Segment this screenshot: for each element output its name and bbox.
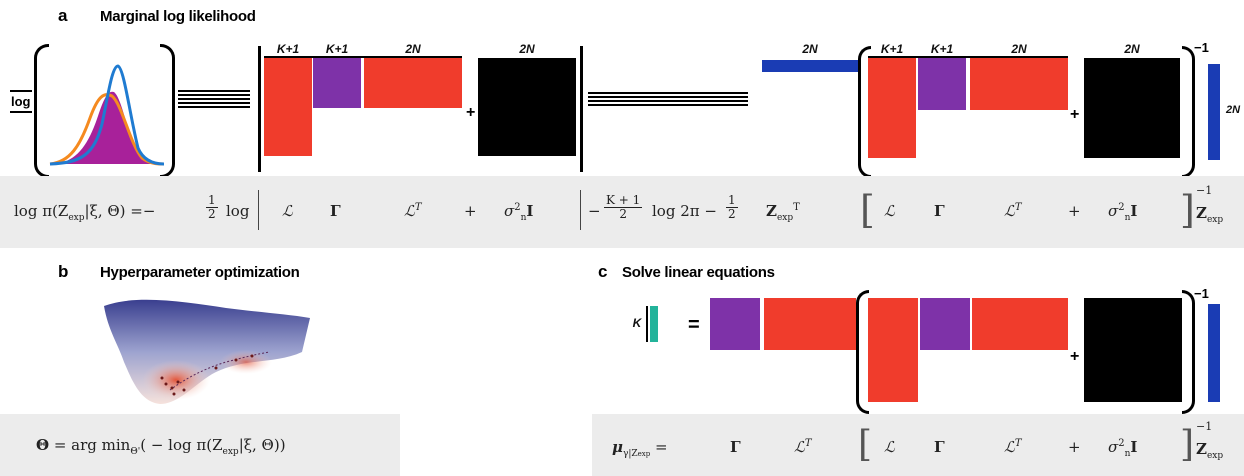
eq-c-plus: +	[1068, 438, 1081, 456]
minimum-glow	[142, 360, 210, 400]
distribution-plot	[46, 46, 166, 170]
panel-a-title: Marginal log likelihood	[100, 8, 256, 25]
eq-a-log: log	[226, 202, 249, 220]
dim-label-k1c: K+1	[868, 42, 916, 56]
eq-c-LT: ℒT	[794, 438, 811, 456]
eq-c-sigmaI: σ2nI	[1108, 438, 1137, 459]
eq-a-LT: ℒT	[404, 202, 421, 220]
eq-a-lhs: log π(Zexp|ξ, Θ) =−	[14, 202, 155, 223]
eq-c-Gamma-2: Γ	[934, 438, 945, 456]
dim-label-2n-d: 2N	[970, 42, 1068, 56]
eq-a-Z: Zexp	[1196, 204, 1223, 225]
inset-right-bracket	[160, 44, 175, 178]
det-left-bar	[258, 46, 261, 172]
eq-a-minus: −	[588, 202, 601, 220]
dim-label-2n-e: 2N	[1084, 42, 1180, 56]
matrix-sigma-I	[478, 58, 576, 156]
matrix-Gamma	[313, 58, 361, 108]
dim-label-2n-a: 2N	[364, 42, 462, 56]
eq-a-log2pi: log 2π −	[652, 202, 717, 220]
matrix-Gamma-2	[918, 58, 966, 110]
eq-a-inv: −1	[1196, 184, 1212, 197]
eq-c-L: ℒ	[884, 438, 895, 456]
plus-sign-2: +	[1070, 106, 1079, 124]
eq-c-bracket-r: ]	[1180, 424, 1194, 465]
eq-c-mu: μγ|Zexp =	[612, 438, 668, 459]
eq-b: Θ = arg minΘ'( − log π(Zexp|ξ, Θ))	[36, 436, 286, 457]
panel-c-letter: c	[598, 262, 607, 282]
matrix-Gamma-c2	[920, 298, 970, 350]
dim-label-2n-c: 2N	[762, 42, 858, 56]
c-inverse-exponent: −1	[1194, 286, 1209, 301]
eq-c-Z: Zexp	[1196, 440, 1223, 461]
matrix-LT-c	[764, 298, 856, 350]
c-right-bracket	[1182, 290, 1195, 414]
equation-bar-c	[592, 414, 1244, 476]
vector-Z	[1208, 64, 1220, 160]
eq-a-det-right	[580, 190, 581, 230]
matrix-L	[264, 58, 312, 156]
vector-Z-c	[1208, 304, 1220, 402]
matrix-sigma-I-c	[1084, 298, 1182, 402]
eq-a-sigmaI: σ2nI	[504, 202, 533, 223]
eq-a-LT-2: ℒT	[1004, 202, 1021, 220]
panel-b-title: Hyperparameter optimization	[100, 264, 299, 281]
dim-label-2n-f: 2N	[1222, 104, 1244, 116]
equals-sign: =	[688, 314, 700, 337]
matrix-L-c	[868, 298, 918, 402]
eq-a-Gamma-2: Γ	[934, 202, 945, 220]
eq-a-L: ℒ	[282, 202, 293, 220]
eq-c-Gamma: Γ	[730, 438, 741, 456]
matrix-sigma-I-2	[1084, 58, 1180, 158]
dim-label-k1d: K+1	[918, 42, 966, 56]
eq-a-Zt: ZexpT	[766, 202, 800, 223]
inv-right-bracket	[1182, 46, 1195, 178]
panel-a-letter: a	[58, 6, 67, 26]
vector-Z-transpose	[762, 60, 858, 72]
matrix-LT-2	[970, 58, 1068, 110]
dim-label-k1b: K+1	[313, 42, 361, 56]
inverse-exponent: −1	[1194, 40, 1209, 55]
log-label: log	[10, 90, 32, 113]
dim-label-2n-b: 2N	[478, 42, 576, 56]
matrix-LT	[364, 58, 462, 108]
vector-mu	[650, 306, 658, 342]
matrix-LT-c2	[972, 298, 1068, 350]
surface	[104, 300, 310, 404]
eq-a-bracket-r: ]	[1180, 188, 1195, 232]
panel-c-title: Solve linear equations	[622, 264, 775, 281]
plus-sign-c: +	[1070, 348, 1079, 366]
det-right-bar	[580, 46, 583, 172]
k-bar	[646, 306, 648, 342]
plus-sign: +	[466, 104, 475, 122]
eq-a-det-left	[258, 190, 259, 230]
eq-a-plus: +	[464, 202, 477, 220]
eq-c-inv: −1	[1196, 420, 1212, 433]
dim-label-k1a: K+1	[264, 42, 312, 56]
eq-a-Gamma: Γ	[330, 202, 341, 220]
k-label: K	[630, 316, 644, 330]
loss-landscape	[96, 292, 316, 410]
scribble-constants	[588, 90, 748, 108]
matrix-L-2	[868, 58, 916, 158]
eq-a-sigmaI-2: σ2nI	[1108, 202, 1137, 223]
scribble-half-log	[178, 88, 250, 110]
panel-b-letter: b	[58, 262, 68, 282]
eq-a-plus-2: +	[1068, 202, 1081, 220]
matrix-Gamma-c	[710, 298, 760, 350]
eq-c-LT-2: ℒT	[1004, 438, 1021, 456]
eq-a-bracket-l: [	[860, 188, 875, 232]
eq-a-L-2: ℒ	[884, 202, 895, 220]
eq-c-bracket-l: [	[858, 424, 872, 465]
